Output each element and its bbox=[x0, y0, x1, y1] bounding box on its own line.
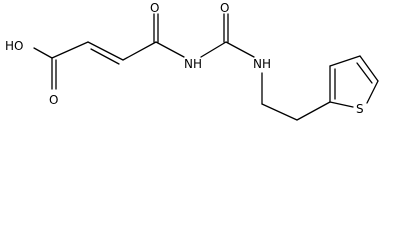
bond-c6-c7 bbox=[261, 103, 298, 121]
atom-label-amide-oxygen: O bbox=[150, 1, 159, 15]
atom-label-carboxyl-oxygen: O bbox=[49, 93, 58, 107]
bond-ring-s-c2 bbox=[329, 101, 354, 108]
bond-nh-c5 bbox=[200, 41, 227, 58]
atom-label-amine-nitrogen: NH bbox=[253, 57, 271, 71]
atom-label-hydroxyl: HO bbox=[5, 39, 23, 53]
atom-label-urea-oxygen: O bbox=[220, 1, 229, 15]
atom-label-imide-nitrogen: NH bbox=[184, 57, 202, 71]
bond-ring-c3-c4 bbox=[329, 55, 361, 67]
bond-ring-c4-c5 bbox=[359, 55, 379, 82]
bond-c2-c3 bbox=[87, 41, 124, 61]
bond-c2-c3-double bbox=[90, 48, 120, 65]
atom-label-sulfur: S bbox=[356, 102, 364, 116]
bond-c4-nh bbox=[155, 41, 185, 58]
bond-c1-c2 bbox=[51, 41, 89, 59]
bond-ring-c4-c5-double bbox=[356, 62, 373, 84]
bond-c7-ring bbox=[296, 101, 331, 121]
bond-c3-c4 bbox=[122, 41, 157, 61]
bond-ring-c5-s bbox=[366, 80, 379, 104]
bond-c5-nh bbox=[225, 41, 255, 58]
bond-ho-c1 bbox=[33, 47, 53, 59]
chemical-structure: HO O O NH O NH S bbox=[5, 1, 379, 121]
